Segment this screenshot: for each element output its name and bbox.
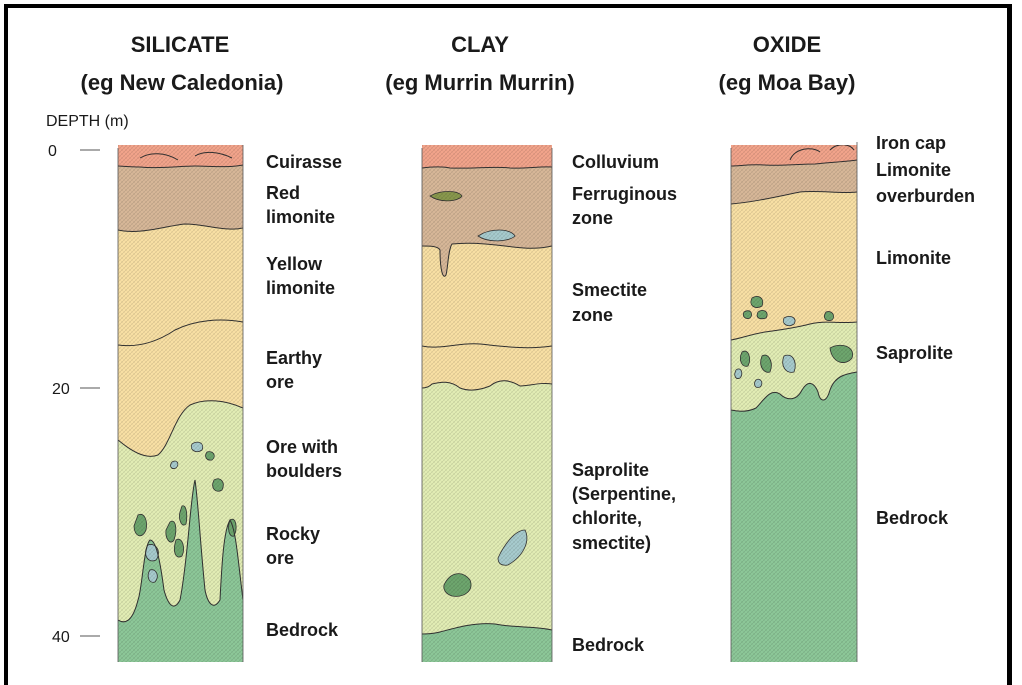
- clay-subtitle: (eg Murrin Murrin): [385, 70, 574, 95]
- label-saprolite-2: (Serpentine,: [572, 484, 676, 504]
- label-ferruginous-1: Ferruginous: [572, 184, 677, 204]
- label-silicate-bedrock: Bedrock: [266, 620, 339, 640]
- label-smectite-2: zone: [572, 305, 613, 325]
- label-colluvium: Colluvium: [572, 152, 659, 172]
- label-saprolite-4: smectite): [572, 533, 651, 553]
- label-rocky-ore-1: Rocky: [266, 524, 320, 544]
- oxide-title: OXIDE: [753, 32, 821, 57]
- label-ferruginous-2: zone: [572, 208, 613, 228]
- label-saprolite-1: Saprolite: [572, 460, 649, 480]
- label-oxide-bedrock: Bedrock: [876, 508, 949, 528]
- label-clay-bedrock: Bedrock: [572, 635, 645, 655]
- label-ore-boulders-2: boulders: [266, 461, 342, 481]
- depth-axis-title: DEPTH (m): [46, 113, 129, 130]
- label-cuirasse: Cuirasse: [266, 152, 342, 172]
- silicate-title: SILICATE: [131, 32, 230, 57]
- label-smectite-1: Smectite: [572, 280, 647, 300]
- label-oxide-limonite: Limonite: [876, 248, 951, 268]
- label-ore-boulders-1: Ore with: [266, 437, 338, 457]
- label-yellow-limonite-1: Yellow: [266, 254, 323, 274]
- label-iron-cap: Iron cap: [876, 133, 946, 153]
- oxide-column: [731, 145, 857, 662]
- label-red-limonite-1: Red: [266, 183, 300, 203]
- label-red-limonite-2: limonite: [266, 207, 335, 227]
- depth-tick-0: 0: [48, 143, 57, 160]
- label-limonite-overburden-2: overburden: [876, 186, 975, 206]
- label-saprolite-3: chlorite,: [572, 508, 642, 528]
- label-limonite-overburden-1: Limonite: [876, 160, 951, 180]
- label-earthy-ore-1: Earthy: [266, 348, 322, 368]
- label-rocky-ore-2: ore: [266, 548, 294, 568]
- depth-tick-40: 40: [52, 629, 70, 646]
- label-earthy-ore-2: ore: [266, 372, 294, 392]
- silicate-subtitle: (eg New Caledonia): [81, 70, 284, 95]
- depth-tick-20: 20: [52, 381, 70, 398]
- label-oxide-saprolite: Saprolite: [876, 343, 953, 363]
- clay-column: [422, 145, 552, 662]
- label-yellow-limonite-2: limonite: [266, 278, 335, 298]
- silicate-column: [118, 145, 243, 662]
- oxide-subtitle: (eg Moa Bay): [719, 70, 856, 95]
- clay-title: CLAY: [451, 32, 509, 57]
